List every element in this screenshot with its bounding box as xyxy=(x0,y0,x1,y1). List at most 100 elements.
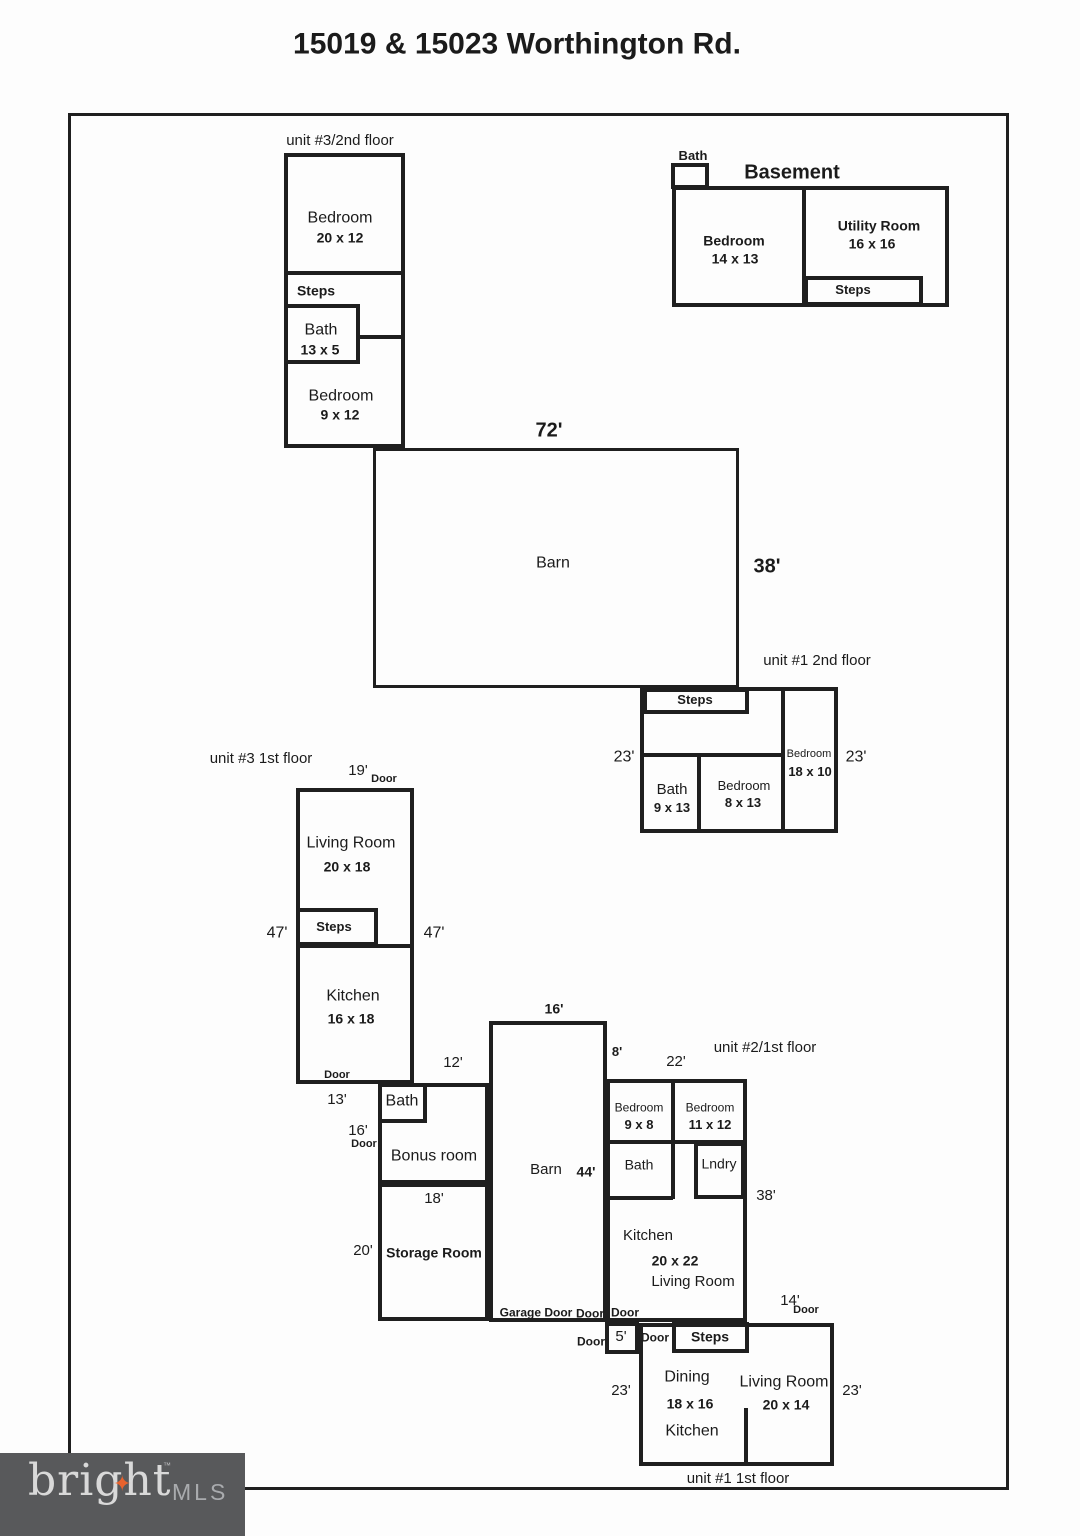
barn-upper-outline xyxy=(373,448,739,688)
room-dim: 18' xyxy=(424,1190,444,1208)
room-label-bath: Bath xyxy=(678,148,708,164)
top-dim: 16' xyxy=(544,1000,564,1017)
side-dim: 47' xyxy=(266,924,288,942)
unit1-1st-steps-outline xyxy=(672,1322,749,1353)
unit3-2nd-bath-outline xyxy=(284,304,360,364)
side-dim: 8' xyxy=(611,1044,623,1060)
room-label-bath: Bath xyxy=(385,1092,419,1110)
room-label-bedroom: Bedroom xyxy=(685,1100,735,1115)
bright-wordmark: bright xyxy=(28,1455,172,1506)
door-label: Door xyxy=(351,1138,377,1151)
unit2-bedroom-divider xyxy=(671,1079,675,1199)
room-dim: 18 x 16 xyxy=(666,1395,714,1412)
top-dim: 14' xyxy=(780,1292,800,1310)
unit3-2nd-steps-wall xyxy=(284,271,405,275)
room-dim: 14 x 13 xyxy=(711,250,759,267)
room-dim: 11 x 12 xyxy=(688,1117,732,1133)
steps-label: Steps xyxy=(835,282,871,298)
bottom-dim: 13' xyxy=(327,1091,347,1109)
door-label: Door xyxy=(577,1334,605,1349)
room-dim: 16 x 16 xyxy=(848,235,896,252)
barn-lower-outline xyxy=(489,1021,607,1322)
unit1-1st-label: unit #1 1st floor xyxy=(686,1470,790,1488)
side-dim: 23' xyxy=(613,748,635,766)
room-dim: 20 x 12 xyxy=(316,229,364,246)
room-dim: 20 x 14 xyxy=(762,1396,810,1413)
unit1-2nd-steps-outline xyxy=(643,688,749,714)
room-dim: 13 x 5 xyxy=(300,341,340,358)
room-dim: 44' xyxy=(576,1163,596,1180)
room-label-bath: Bath xyxy=(656,781,688,799)
mid-bath-outline xyxy=(378,1083,427,1123)
room-label-bath: Bath xyxy=(624,1156,654,1173)
room-label-kitchen: Kitchen xyxy=(665,1422,719,1440)
storage-room-outline xyxy=(378,1183,489,1321)
room-label-living: Living Room xyxy=(306,834,396,852)
unit1-2nd-bedroom2-wall xyxy=(781,687,785,833)
room-label-bedroom: Bedroom xyxy=(614,1100,664,1115)
room-label-storage: Storage Room xyxy=(386,1244,482,1261)
room-dim: 9 x 8 xyxy=(624,1117,654,1133)
side-dim: 23' xyxy=(611,1382,631,1400)
basement-divider-wall xyxy=(802,186,806,307)
unit1-1st-partial-wall xyxy=(744,1408,748,1466)
room-label-bedroom: Bedroom xyxy=(308,387,374,405)
barn-height-dim: 38' xyxy=(753,555,781,578)
unit1-2nd-mid-wall xyxy=(640,753,785,757)
room-dim: 18 x 10 xyxy=(788,764,832,780)
star-icon: ✦ xyxy=(113,1472,132,1497)
door-label: Door xyxy=(371,773,397,786)
steps-label: Steps xyxy=(316,919,352,935)
room-label-bedroom: Bedroom xyxy=(717,778,771,794)
page-title: 15019 & 15023 Worthington Rd. xyxy=(293,27,741,61)
unit1-1st-vestibule-outline xyxy=(605,1322,639,1354)
garage-door-label: Garage Door xyxy=(499,1305,573,1320)
unit3-2nd-bedroom2-wall xyxy=(356,335,405,339)
unit2-label: unit #2/1st floor xyxy=(713,1039,817,1057)
unit3-2nd-outline xyxy=(284,153,405,448)
steps-label: Steps xyxy=(296,282,336,299)
room-label-dining: Dining xyxy=(664,1368,710,1386)
side-dim: 38' xyxy=(756,1187,776,1205)
basement-label: Basement xyxy=(744,161,840,184)
room-label-barn: Barn xyxy=(536,554,570,572)
top-dim: 22' xyxy=(666,1053,686,1071)
room-label-bonus: Bonus room xyxy=(390,1147,478,1165)
trademark-symbol: ™ xyxy=(163,1461,171,1470)
gap-dim: 12' xyxy=(443,1054,463,1072)
bonus-room-outline xyxy=(378,1083,489,1184)
door-label: Door xyxy=(324,1069,350,1082)
unit2-bath-wall xyxy=(606,1196,673,1200)
unit2-mid-wall xyxy=(606,1140,747,1144)
room-label-living: Living Room xyxy=(739,1373,829,1391)
unit2-laundry-outline xyxy=(694,1142,745,1199)
door-label: Door xyxy=(576,1306,604,1321)
room-label-bedroom: Bedroom xyxy=(703,232,765,249)
barn-width-dim: 72' xyxy=(535,419,563,442)
room-label-bedroom: Bedroom xyxy=(786,748,832,761)
unit3-2nd-label: unit #3/2nd floor xyxy=(286,132,394,150)
steps-label: Steps xyxy=(690,1328,730,1345)
unit3-1st-kitchen-wall xyxy=(296,944,414,948)
room-dim: 5' xyxy=(615,1328,627,1346)
room-dim: 16 x 18 xyxy=(327,1010,375,1027)
unit1-2nd-bath-wall xyxy=(697,753,701,833)
side-dim: 23' xyxy=(845,748,867,766)
room-label-utility: Utility Room xyxy=(837,217,921,234)
side-dim: 23' xyxy=(842,1382,862,1400)
room-dim: 9 x 12 xyxy=(320,406,360,423)
unit1-2nd-label: unit #1 2nd floor xyxy=(763,652,871,670)
side-dim: 47' xyxy=(423,924,445,942)
door-label: Door xyxy=(611,1305,639,1320)
room-label-laundry: Lndry xyxy=(701,1155,737,1172)
door-label: Door xyxy=(641,1330,669,1345)
room-dim: 8 x 13 xyxy=(724,795,762,811)
unit3-1st-label: unit #3 1st floor xyxy=(209,750,313,768)
room-label-bath: Bath xyxy=(304,321,338,339)
mls-wordmark: MLS xyxy=(172,1479,229,1505)
room-dim: 20 x 18 xyxy=(323,858,371,875)
door-label: Door xyxy=(793,1304,819,1317)
room-label-kitchen: Kitchen xyxy=(326,987,380,1005)
unit2-outline xyxy=(606,1079,747,1322)
